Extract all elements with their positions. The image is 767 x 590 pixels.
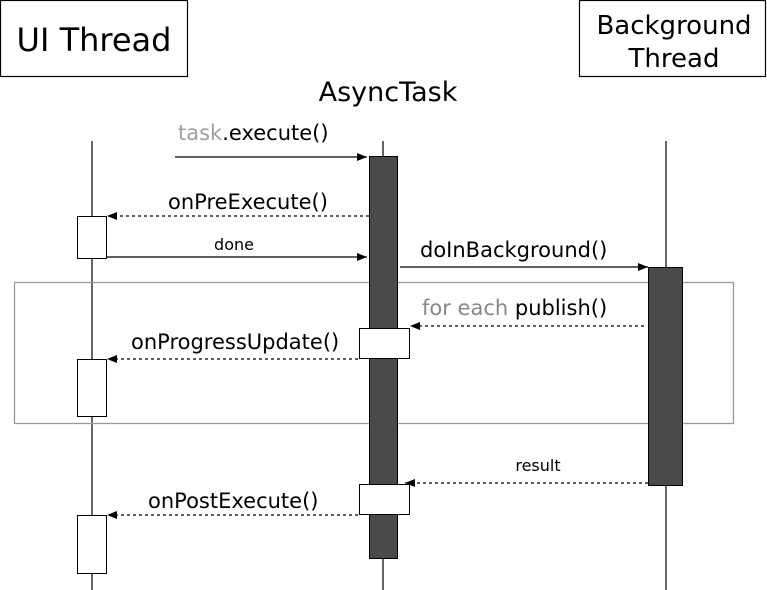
progress-update-label: onProgressUpdate() <box>131 330 339 354</box>
execute-label-call: .execute() <box>222 121 328 145</box>
done-label: done <box>214 235 254 254</box>
asynctask-result-box <box>359 484 410 515</box>
background-activation-bar <box>648 267 683 486</box>
message-do-in-background: doInBackground() <box>400 238 648 271</box>
message-done: done <box>107 235 367 261</box>
execute-label-task: task <box>178 121 223 145</box>
publish-label-call: publish() <box>515 296 607 320</box>
post-execute-label: onPostExecute() <box>148 489 318 513</box>
message-publish: for each publish() <box>410 296 644 330</box>
ui-activation-post-execute <box>77 515 107 574</box>
result-label: result <box>515 456 560 475</box>
publish-label-loop: for each <box>422 296 515 320</box>
message-result: result <box>405 456 648 487</box>
message-execute: task.execute() <box>175 121 367 161</box>
message-progress-update: onProgressUpdate() <box>107 330 358 363</box>
asynctask-publish-box <box>359 328 410 359</box>
asynctask-title: AsyncTask <box>319 77 458 108</box>
ui-thread-box <box>0 0 189 78</box>
execute-label: task.execute() <box>178 121 329 145</box>
background-thread-participant: Background Thread <box>578 0 767 78</box>
message-post-execute: onPostExecute() <box>107 489 358 519</box>
ui-activation-pre-execute <box>77 216 107 259</box>
ui-thread-label: UI Thread <box>17 21 172 59</box>
message-pre-execute: onPreExecute() <box>107 190 369 220</box>
publish-label: for each publish() <box>422 296 607 320</box>
background-thread-box <box>578 0 767 78</box>
ui-thread-participant: UI Thread <box>0 0 189 78</box>
background-thread-label-line2: Thread <box>628 44 720 74</box>
pre-execute-label: onPreExecute() <box>168 190 328 214</box>
background-thread-label-line1: Background <box>596 11 751 41</box>
ui-activation-progress-update <box>77 359 107 417</box>
do-in-background-label: doInBackground() <box>420 238 607 262</box>
